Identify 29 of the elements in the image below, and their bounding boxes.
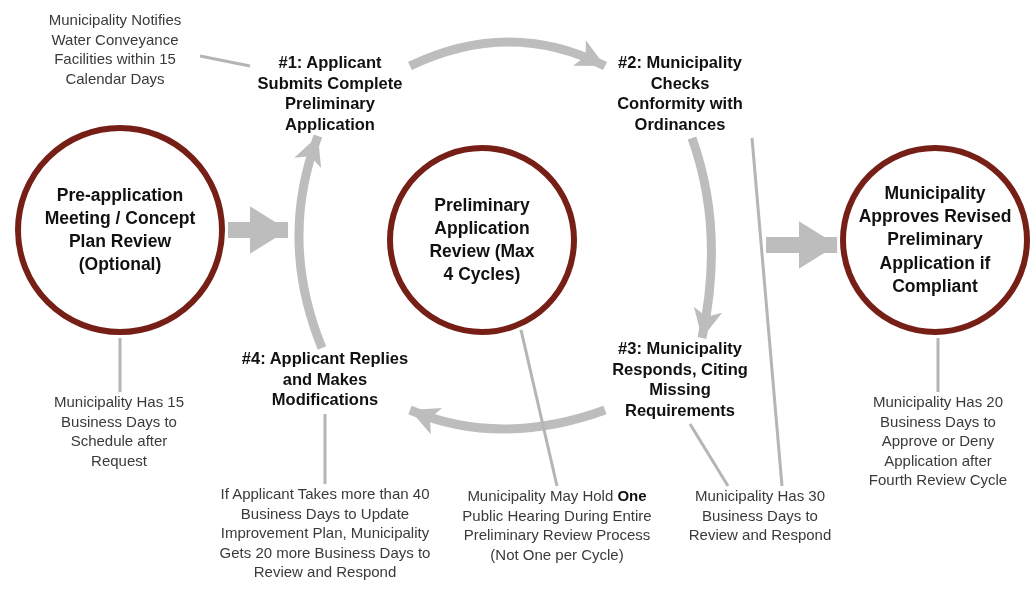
note-text: Municipality May Hold One Public Hearing During Entire Preliminary Review Process (Not One per Cycle) [458,486,656,590]
stage-title: Pre-application Meeting / Concept Plan Review (Optional) [43,183,197,277]
stage-circle [840,145,1030,335]
cycle-arrow [687,136,722,339]
stage-title: Preliminary Application Review (Max 4 Cycles) [428,193,536,287]
step-label: #1: Applicant Submits Complete Preliminary Application [250,52,410,136]
step-label: #4: Applicant Replies and Makes Modifications [240,348,410,414]
leader-line [688,423,730,487]
leader-line [750,137,784,487]
block-arrow [228,206,288,254]
leader-line [936,338,940,392]
stage-title: Municipality Approves Revised Preliminary Application if Compliant [857,182,1013,298]
note-text: Municipality Has 20 Business Days to Approve or Deny Application after Fourth Review Cycle [862,392,1014,496]
stage-circle [15,125,225,335]
cycle-arrow [408,37,607,71]
note-text: Municipality Has 15 Business Days to Schedule after Request [50,392,188,474]
stage-circle [387,145,577,335]
step-label: #3: Municipality Responds, Citing Missing Requirements [605,338,755,424]
leader-line [519,329,559,487]
leader-line [118,338,122,392]
block-arrow [766,220,838,269]
step-label: #2: Municipality Checks Conformity with Ordinances [605,52,755,138]
cycle-arrow [294,134,327,350]
note-text: Municipality Has 30 Business Days to Review and Respond [685,486,835,570]
note-text: Municipality Notifies Water Conveyance Facilities within 15 Calendar Days [30,10,200,92]
leader-line [323,414,327,484]
leader-line [199,54,251,68]
cycle-arrow [408,405,607,434]
note-text: If Applicant Takes more than 40 Business Days to Update Improvement Plan, Municipality Gets 20 more Business Days to Review and Respond [215,484,435,608]
